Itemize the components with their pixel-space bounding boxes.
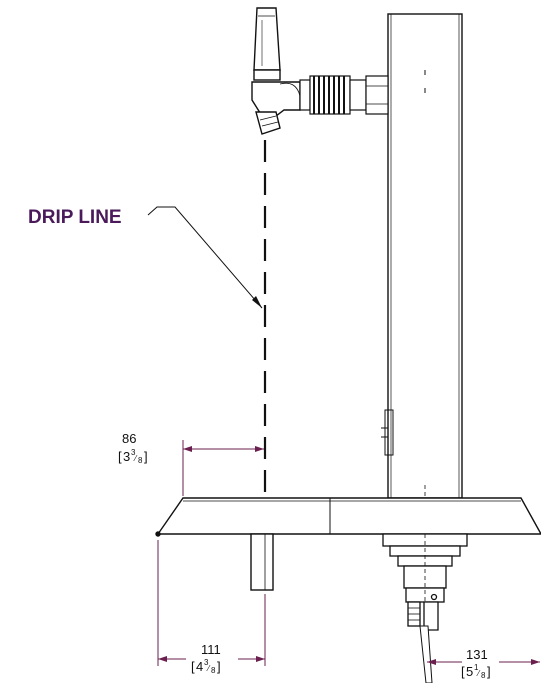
tower-column — [381, 13, 463, 499]
faucet-body — [251, 81, 301, 135]
svg-text:1: 1 — [474, 663, 479, 672]
svg-text:3: 3 — [131, 448, 136, 457]
svg-text:⁄: ⁄ — [476, 669, 481, 678]
tap-handle — [253, 7, 281, 81]
dimension-base-width-fraction: [ 4 3 ⁄ 8 ] — [191, 658, 221, 675]
svg-text:8: 8 — [138, 456, 143, 465]
svg-text:[: [ — [461, 664, 465, 679]
dimension-base-width — [157, 540, 266, 666]
svg-text:[: [ — [191, 659, 195, 674]
dimension-right-offset-value: 131 — [466, 647, 488, 662]
svg-text:5: 5 — [466, 664, 473, 679]
svg-text:⁄: ⁄ — [133, 454, 138, 463]
dimension-base-width-value: 111 — [201, 642, 221, 657]
drip-tray — [155, 497, 541, 537]
svg-text:8: 8 — [211, 666, 216, 675]
svg-text:⁄: ⁄ — [206, 664, 211, 673]
dimension-right-offset-fraction: [ 5 1 ⁄ 8 ] — [461, 663, 491, 680]
svg-text:8: 8 — [481, 671, 486, 680]
svg-text:4: 4 — [196, 659, 203, 674]
faucet-shank — [299, 75, 389, 115]
dimension-left-offset-fraction: [ 3 3 ⁄ 8 ] — [118, 448, 148, 465]
svg-text:]: ] — [217, 659, 221, 674]
drip-line-callout — [147, 206, 263, 309]
drip-line-label: DRIP LINE — [28, 207, 122, 228]
mounting-shank — [382, 533, 468, 683]
svg-text:]: ] — [144, 449, 148, 464]
svg-text:3: 3 — [204, 658, 209, 667]
svg-text:3: 3 — [123, 449, 130, 464]
dimension-left-offset — [182, 440, 264, 496]
dimension-right-offset — [427, 659, 540, 665]
base-drain-post — [250, 533, 274, 591]
svg-text:[: [ — [118, 449, 122, 464]
dimension-left-offset-value: 86 — [122, 431, 136, 446]
svg-text:]: ] — [487, 664, 491, 679]
